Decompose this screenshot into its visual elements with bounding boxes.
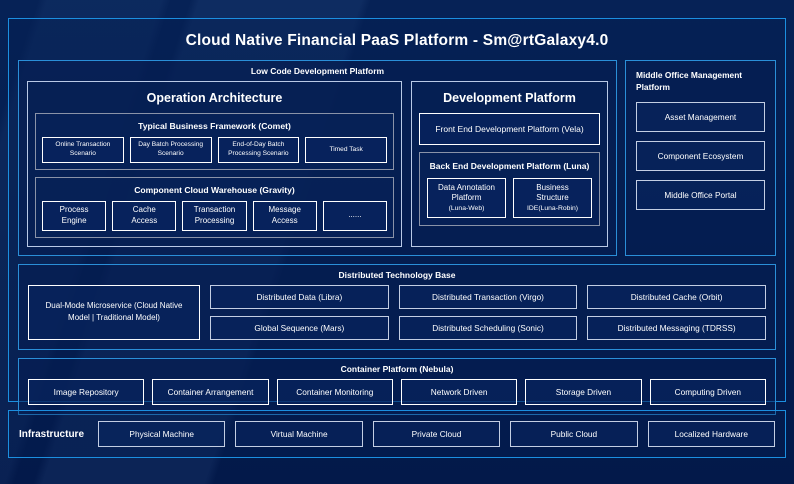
component-cloud-warehouse-items: Process Engine Cache Access: [42, 201, 388, 231]
container-box-container-arrangement[interactable]: Container Arrangement: [152, 378, 269, 405]
scenario-box-online-transaction[interactable]: Online Transaction Scenario: [42, 137, 124, 163]
box-line1: End-of-Day Batch: [232, 141, 285, 149]
container-box-container-monitoring[interactable]: Container Monitoring: [276, 378, 393, 405]
container-box-image-repository[interactable]: Image Repository: [28, 378, 145, 405]
box-line2: Scenario: [157, 150, 184, 157]
box-line2: Access: [131, 215, 158, 225]
typical-business-framework-title: Typical Business Framework (Comet): [138, 121, 291, 131]
box-line1: Data Annotation: [438, 182, 495, 192]
box-line1: Cache: [132, 205, 156, 214]
infrastructure-box-private-cloud[interactable]: Private Cloud: [372, 421, 501, 447]
middle-office-box-asset-management[interactable]: Asset Management: [636, 102, 765, 133]
box-line1: Transaction: [193, 205, 236, 214]
back-end-development-platform-title: Back End Development Platform (Luna): [429, 161, 590, 171]
distributed-column-2: Distributed Transaction (Virgo) Distribu…: [398, 284, 578, 340]
component-cloud-warehouse-title: Component Cloud Warehouse (Gravity): [134, 185, 295, 195]
middle-office-management-platform-panel: Middle Office Management Platform Asset …: [625, 60, 776, 256]
box-line2: Platform: [451, 193, 482, 203]
distributed-column-1: Distributed Data (Libra) Global Sequence…: [210, 284, 389, 340]
box-line2: (Cloud Native Model | Traditional: [68, 301, 183, 323]
box-line1: Day Batch Processing: [138, 141, 204, 149]
infrastructure-box-virtual-machine[interactable]: Virtual Machine: [235, 421, 363, 447]
component-box-cache-access[interactable]: Cache Access: [112, 201, 177, 231]
component-box-more[interactable]: ......: [322, 201, 388, 231]
dtb-box-global-sequence[interactable]: Global Sequence (Mars): [210, 315, 389, 340]
box-line1: Dual-Mode Microservice: [45, 301, 132, 311]
platform-frame: Cloud Native Financial PaaS Platform - S…: [8, 18, 786, 415]
box-line1: Process: [59, 205, 89, 214]
container-platform-title: Container Platform (Nebula): [340, 363, 454, 374]
middle-office-box-component-ecosystem[interactable]: Component Ecosystem: [636, 141, 765, 172]
component-box-process-engine[interactable]: Process Engine: [42, 201, 107, 231]
distributed-technology-base-body: Dual-Mode Microservice (Cloud Native Mod…: [19, 284, 775, 349]
box-line1: Timed Task: [329, 145, 363, 153]
upper-row: Low Code Development Platform Operation …: [9, 60, 785, 256]
low-code-panel-title: Low Code Development Platform: [250, 66, 385, 76]
operation-architecture-panel: Operation Architecture Typical Business …: [27, 81, 402, 247]
container-platform-panel: Container Platform (Nebula) Image Reposi…: [18, 357, 776, 415]
infrastructure-box-public-cloud[interactable]: Public Cloud: [510, 421, 638, 447]
box-line2: Engine: [61, 215, 87, 225]
middle-office-panel-title: Middle Office Management Platform: [636, 70, 743, 93]
infrastructure-label: Infrastructure: [19, 428, 85, 440]
box-line2: Scenario: [69, 150, 96, 157]
box-line2: Structure: [536, 193, 569, 203]
back-end-box-data-annotation-platform[interactable]: Data Annotation Platform (Luna-Web): [427, 178, 506, 218]
typical-business-framework-items: Online Transaction Scenario Day Batch Pr…: [42, 137, 387, 163]
back-end-items: Data Annotation Platform (Luna-Web) Busi…: [427, 178, 592, 218]
front-end-development-platform-box[interactable]: Front End Development Platform (Vela): [419, 113, 600, 145]
low-code-development-platform-panel: Low Code Development Platform Operation …: [18, 60, 617, 256]
container-box-computing-driven[interactable]: Computing Driven: [649, 378, 766, 405]
dtb-box-distributed-scheduling[interactable]: Distributed Scheduling (Sonic): [398, 315, 578, 340]
container-box-network-driven[interactable]: Network Driven: [400, 378, 518, 405]
low-code-body: Operation Architecture Typical Business …: [19, 81, 616, 255]
infrastructure-box-localized-hardware[interactable]: Localized Hardware: [647, 421, 775, 447]
development-platform-title: Development Platform: [443, 91, 576, 105]
scenario-box-timed-task[interactable]: Timed Task: [305, 137, 387, 163]
box-line2: Access: [271, 215, 298, 225]
dtb-box-distributed-cache[interactable]: Distributed Cache (Orbit): [587, 284, 767, 309]
distributed-technology-base-panel: Distributed Technology Base Dual-Mode Mi…: [18, 263, 776, 350]
infrastructure-box-physical-machine[interactable]: Physical Machine: [98, 421, 226, 447]
box-line3: Model): [135, 313, 160, 323]
page-title: Cloud Native Financial PaaS Platform - S…: [185, 32, 609, 49]
box-line1: ......: [348, 210, 362, 220]
component-box-transaction-processing[interactable]: Transaction Processing: [182, 201, 247, 231]
distributed-column-3: Distributed Cache (Orbit) Distributed Me…: [587, 284, 767, 340]
dtb-box-distributed-messaging[interactable]: Distributed Messaging (TDRSS): [587, 315, 767, 340]
box-line3: IDE(Luna-Robin): [527, 205, 578, 213]
scenario-box-end-of-day-batch[interactable]: End-of-Day Batch Processing Scenario: [217, 137, 300, 163]
back-end-box-business-structure-ide[interactable]: Business Structure IDE(Luna-Robin): [513, 178, 592, 218]
component-cloud-warehouse-group: Component Cloud Warehouse (Gravity) Proc…: [35, 177, 394, 238]
operation-architecture-title: Operation Architecture: [146, 91, 283, 105]
box-line1: Business: [536, 182, 569, 192]
container-box-storage-driven[interactable]: Storage Driven: [525, 378, 642, 405]
box-line2: Processing Scenario: [228, 150, 289, 157]
box-line1: Online Transaction: [55, 141, 111, 149]
box-line3: (Luna-Web): [448, 205, 485, 213]
dual-mode-microservice-box[interactable]: Dual-Mode Microservice (Cloud Native Mod…: [28, 284, 200, 340]
middle-office-box-middle-office-portal[interactable]: Middle Office Portal: [636, 180, 765, 211]
component-box-message-access[interactable]: Message Access: [252, 201, 317, 231]
dtb-box-distributed-data[interactable]: Distributed Data (Libra): [210, 284, 389, 309]
scenario-box-day-batch-processing[interactable]: Day Batch Processing Scenario: [129, 137, 212, 163]
distributed-technology-base-title: Distributed Technology Base: [338, 269, 456, 280]
back-end-development-platform-group: Back End Development Platform (Luna) Dat…: [419, 152, 600, 226]
box-line1: Message: [268, 205, 301, 214]
box-line2: Processing: [194, 215, 235, 225]
infrastructure-panel: Infrastructure Physical Machine Virtual …: [8, 410, 786, 458]
typical-business-framework-group: Typical Business Framework (Comet) Onlin…: [35, 113, 394, 170]
dtb-box-distributed-transaction[interactable]: Distributed Transaction (Virgo): [398, 284, 578, 309]
development-platform-panel: Development Platform Front End Developme…: [411, 81, 608, 247]
container-platform-body: Image Repository Container Arrangement C…: [19, 378, 775, 414]
